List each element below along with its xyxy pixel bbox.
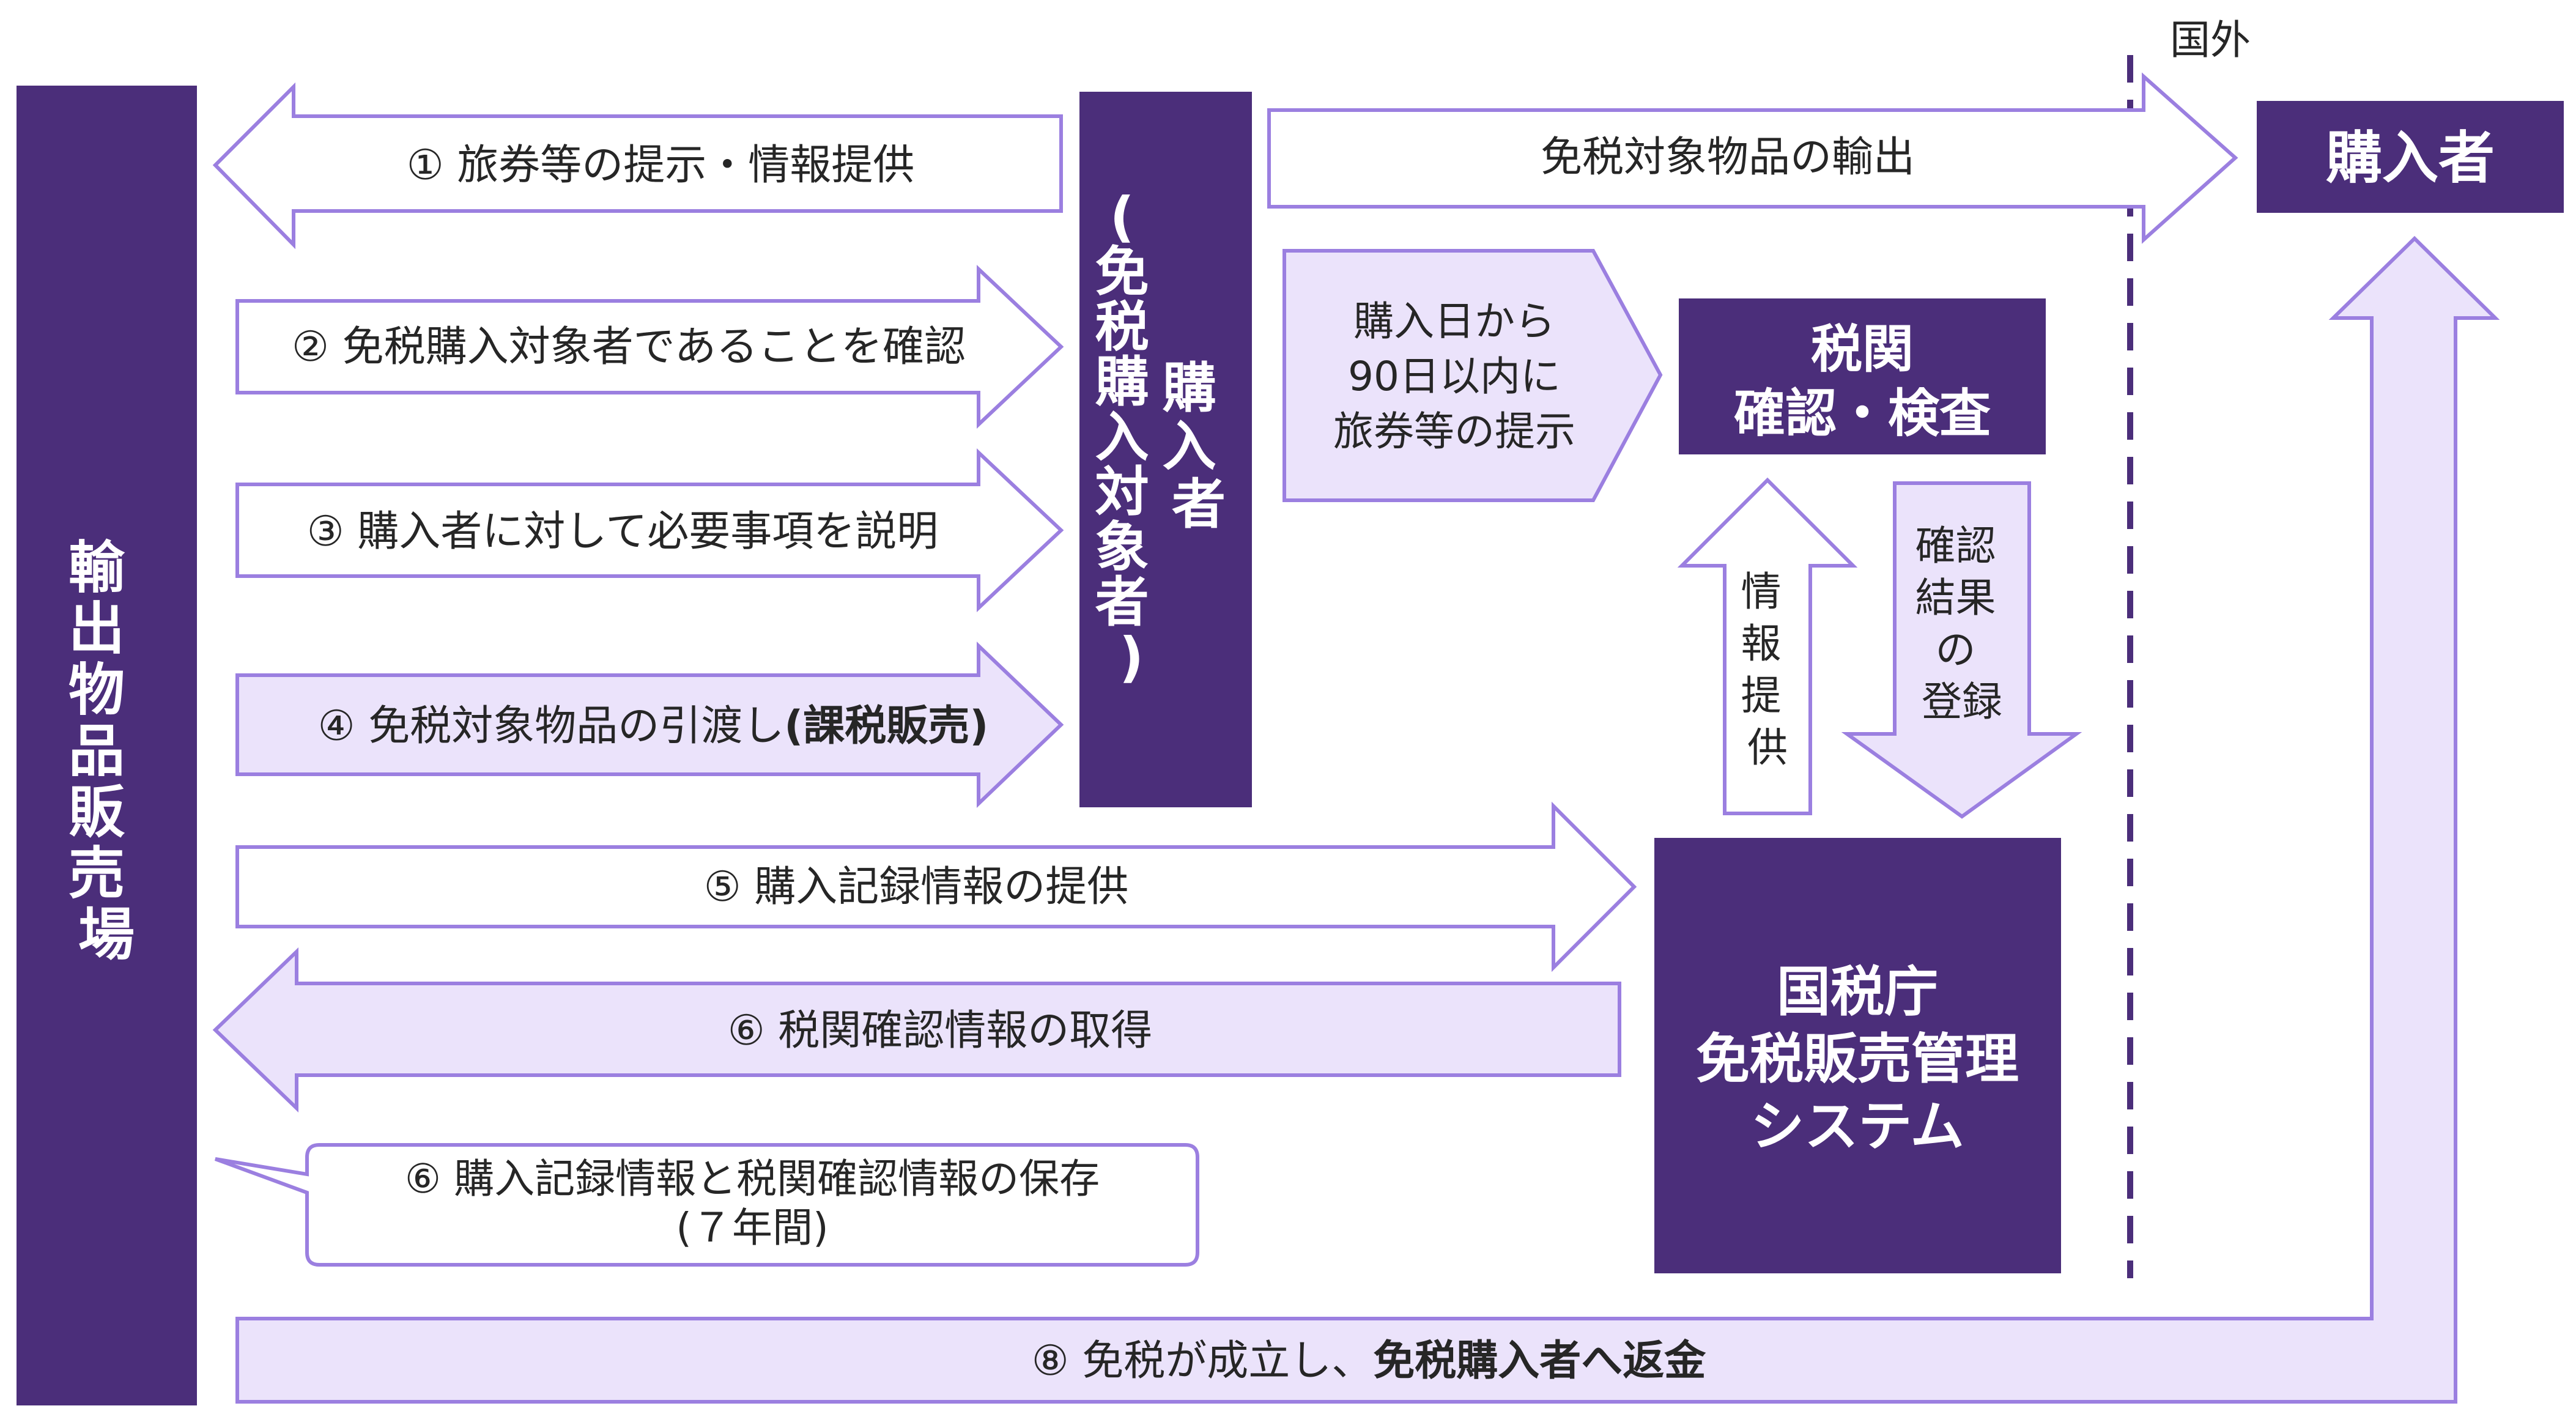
buyer-right-box: 購入者 [2257, 101, 2564, 213]
arrow-5-label: ⑤ 購入記録情報の提供 [704, 863, 1129, 911]
arrow-3-label: ③ 購入者に対して必要事項を説明 [307, 508, 939, 556]
svg-text:輸 出 物 品: 輸 出 物 品 販 売 場 [68, 535, 144, 968]
svg-text:購 入 者: 購 入 者 [1163, 357, 1235, 536]
callout-line1: ⑥ 購入記録情報と税関確認情報の保存 [405, 1155, 1100, 1202]
info-up-char: 報 [1741, 620, 1782, 667]
result-down-text: 結果 [1915, 574, 1996, 621]
svg-text:確認 結果 の 登録: 確認 結果 の 登録 [1915, 522, 2009, 725]
arrow-4-bold-label: (課税販売) [784, 702, 988, 750]
buyer-sub-char: 対 [1095, 461, 1149, 524]
info-up-char: 情 [1741, 568, 1782, 615]
buyer-sub-char: 者 [1095, 571, 1149, 634]
arrow-export-label: 免税対象物品の輸出 [1541, 133, 1915, 182]
svg-text:⑧ 免税が成立し、免税購入者へ返金: ⑧ 免税が成立し、免税購入者へ返金 [1032, 1337, 1707, 1385]
result-down-text: の [1936, 626, 1976, 673]
customs-line2: 確認・検査 [1734, 383, 1991, 443]
sales-site-char: 出 [68, 596, 125, 662]
buyer-char: 購 [1163, 357, 1216, 420]
arrow-export-goods: 免税対象物品の輸出 [1267, 72, 2238, 244]
passport-line3: 旅券等の提示 [1333, 408, 1575, 455]
svg-text:( 免 税 購: ( 免 税 購 入 対 象 者 ) [1095, 185, 1168, 689]
buyer-sub-char: 象 [1095, 516, 1149, 579]
nta-system-box: 国税庁 免税販売管理 システム [1654, 838, 2061, 1273]
info-up-char: 供 [1747, 724, 1788, 771]
arrow-5-provide-record: ⑤ 購入記録情報の提供 [235, 801, 1637, 972]
customs-line1: 税関 [1811, 319, 1914, 379]
arrow-4-handover-goods: ④ 免税対象物品の引渡し(課税販売) [235, 641, 1064, 809]
passport-line1: 購入日から [1353, 298, 1555, 345]
result-down-text: 登録 [1922, 678, 2002, 725]
buyer-char: 入 [1163, 415, 1216, 478]
arrow-result-registration-down: 確認 結果 の 登録 [1841, 481, 2082, 819]
buyer-sub-char: 購 [1095, 350, 1149, 413]
arrow-8-label: ⑧ 免税が成立し、 [1032, 1337, 1374, 1385]
customs-box: 税関 確認・検査 [1679, 298, 2046, 454]
info-up-char: 提 [1741, 672, 1782, 719]
svg-text:情 報 提 供: 情 報 提 供 [1741, 568, 1794, 771]
buyer-sub-char: 免 [1095, 240, 1149, 303]
sales-site-char: 品 [68, 719, 125, 784]
nta-line3: システム [1750, 1095, 1964, 1158]
arrow-8-refund: ⑧ 免税が成立し、免税購入者へ返金 [235, 235, 2500, 1404]
callout-line2: (７年間) [676, 1204, 829, 1251]
buyer-sub-char: 税 [1095, 295, 1149, 358]
sales-site-char: 販 [68, 780, 125, 845]
sales-site-char: 物 [68, 657, 125, 723]
result-down-text: 確認 [1915, 522, 1996, 569]
buyer-char: 者 [1172, 473, 1226, 536]
buyer-sub-char: ( [1110, 185, 1134, 248]
buyer-center-box: 購 入 者 ( 免 税 購 入 対 象 者 ) [1079, 92, 1252, 807]
arrow-1-passport-info: ① 旅券等の提示・情報提供 [212, 82, 1063, 250]
sales-site-char: 輸 [68, 535, 125, 601]
nta-line1: 国税庁 [1777, 960, 1938, 1023]
svg-text:④ 免税対象物品の引渡し(課税販売): ④ 免税対象物品の引渡し(課税販売) [318, 702, 989, 750]
sales-site-char: 売 [68, 841, 125, 906]
arrow-2-label: ② 免税購入対象者であることを確認 [292, 323, 966, 371]
arrow-info-provision-up: 情 報 提 供 [1677, 477, 1858, 815]
border-label: 国外 [2170, 17, 2251, 64]
buyer-right-label: 購入者 [2326, 125, 2495, 191]
storage-callout: ⑥ 購入記録情報と税関確認情報の保存 (７年間) [214, 1143, 1199, 1267]
arrow-3-explain-requirements: ③ 購入者に対して必要事項を説明 [235, 448, 1064, 612]
arrow-passport-within-90-days: 購入日から 90日以内に 旅券等の提示 [1282, 249, 1663, 502]
arrow-6-obtain-customs-info: ⑥ 税関確認情報の取得 [212, 947, 1621, 1113]
arrow-2-confirm-eligibility: ② 免税購入対象者であることを確認 [235, 265, 1064, 429]
sales-site-char: 場 [78, 902, 135, 968]
buyer-sub-char: 入 [1095, 405, 1149, 468]
sales-site-box: 輸 出 物 品 販 売 場 [17, 86, 197, 1405]
passport-line2: 90日以内に [1348, 353, 1561, 400]
arrow-4-label: ④ 免税対象物品の引渡し [318, 702, 785, 750]
arrow-8-bold-label: 免税購入者へ返金 [1373, 1337, 1706, 1385]
buyer-sub-char: ) [1119, 626, 1144, 689]
arrow-6-label: ⑥ 税関確認情報の取得 [728, 1007, 1153, 1055]
arrow-1-label: ① 旅券等の提示・情報提供 [407, 141, 915, 190]
nta-line2: 免税販売管理 [1696, 1027, 2019, 1090]
border-line: 国外 [2127, 17, 2251, 1278]
